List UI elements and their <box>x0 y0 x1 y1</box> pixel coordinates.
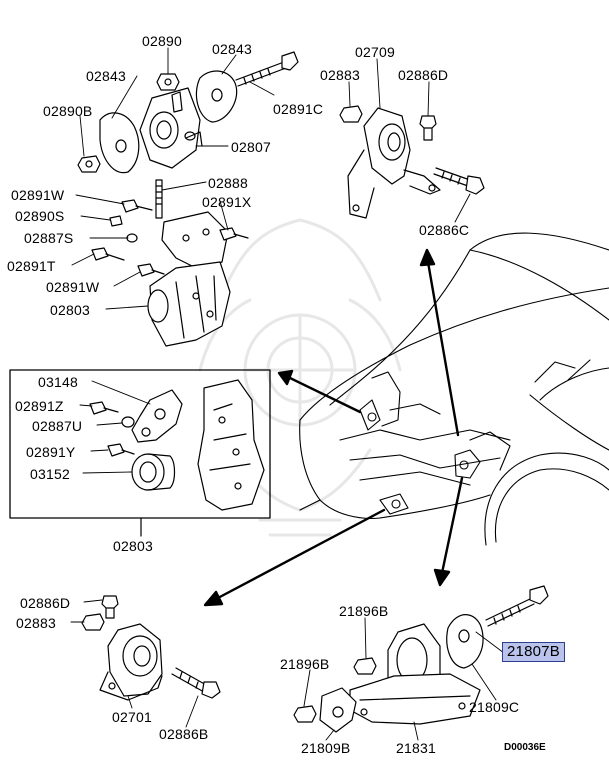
label-02891T: 02891T <box>7 258 56 274</box>
label-02887S: 02887S <box>24 230 74 246</box>
washer-02887U <box>121 416 135 428</box>
label-02886D-top: 02886D <box>398 67 449 83</box>
label-02891X: 02891X <box>202 194 252 210</box>
bolt-02891C <box>235 51 299 87</box>
label-02890S: 02890S <box>15 208 65 224</box>
leader-lines <box>70 47 505 741</box>
label-02803-box: 02803 <box>113 538 153 554</box>
nut-21896B-top <box>353 657 377 675</box>
label-03152: 03152 <box>30 466 70 482</box>
bracket-03148 <box>131 389 183 443</box>
car-body-outline <box>299 232 609 546</box>
washer-02843-top <box>195 70 238 123</box>
bracket-02803-top <box>147 211 231 347</box>
mount-02709 <box>347 107 441 219</box>
arrows <box>203 248 464 607</box>
label-21809B: 21809B <box>301 740 351 756</box>
label-02887U: 02887U <box>32 418 83 434</box>
label-02803-top: 02803 <box>50 302 90 318</box>
label-02891Y: 02891Y <box>26 444 76 460</box>
washer-02843-left <box>99 112 140 174</box>
label-02888: 02888 <box>208 175 248 191</box>
label-02709: 02709 <box>355 44 395 60</box>
bolts-left-cluster <box>91 199 249 277</box>
mount-02701 <box>99 623 163 701</box>
bushing-03152 <box>131 453 176 491</box>
inset-box <box>9 369 271 519</box>
mount-02807 <box>139 87 203 169</box>
label-02890B: 02890B <box>43 103 93 119</box>
bolt-02886D-top <box>419 115 437 141</box>
label-02891W-b: 02891W <box>46 279 100 295</box>
nut-02883-top <box>339 105 363 123</box>
label-21831: 21831 <box>396 740 436 756</box>
stud-02888 <box>155 179 163 219</box>
label-21896B-top: 21896B <box>339 603 389 619</box>
stopper-21809B <box>319 687 357 733</box>
bolt-02886D-bl <box>101 595 119 619</box>
label-02807: 02807 <box>231 139 271 155</box>
label-02891W-a: 02891W <box>11 187 65 203</box>
label-02890: 02890 <box>142 33 182 49</box>
nut-02883-bl <box>81 613 105 631</box>
bolt-02886C <box>433 167 485 195</box>
label-21809C: 21809C <box>469 699 520 715</box>
label-02886B: 02886B <box>159 726 209 742</box>
label-02701: 02701 <box>112 709 152 725</box>
stopper-21809C <box>446 614 484 669</box>
label-02883-top: 02883 <box>320 67 360 83</box>
label-02891Z: 02891Z <box>15 398 64 414</box>
label-02891C: 02891C <box>273 101 324 117</box>
label-02886D-bl: 02886D <box>20 595 71 611</box>
bolt-02886B <box>171 667 221 699</box>
label-21896B-left: 21896B <box>280 656 330 672</box>
label-02886C: 02886C <box>419 222 470 238</box>
diagram-code: D00036E <box>504 742 546 753</box>
label-02883-bl: 02883 <box>16 615 56 631</box>
label-03148: 03148 <box>38 374 78 390</box>
label-02843-left: 02843 <box>86 68 126 84</box>
nut-02890B <box>77 155 101 173</box>
bolt-02891Z <box>89 401 119 415</box>
label-02843-top: 02843 <box>212 41 252 57</box>
mount-21831 <box>349 623 481 725</box>
nut-02890 <box>156 73 180 91</box>
nut-21896B-left <box>293 705 317 723</box>
bolt-02891Y <box>107 443 135 457</box>
label-21807B-highlighted[interactable]: 21807B <box>502 642 565 662</box>
bolt-21807B <box>485 585 549 627</box>
bracket-02803-inset <box>197 379 265 511</box>
